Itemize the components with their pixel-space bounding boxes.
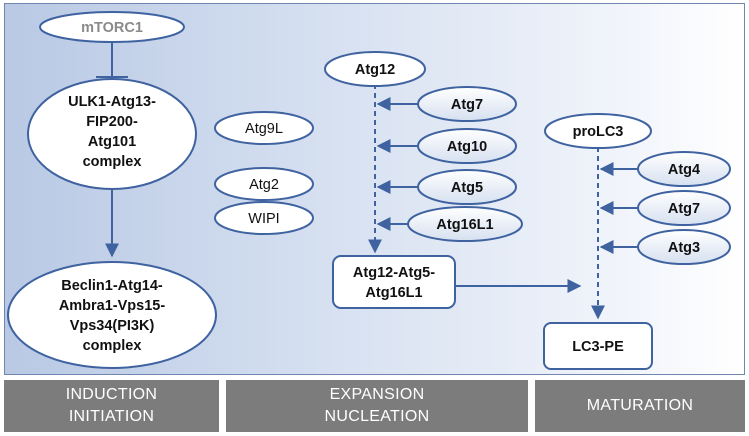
node-atg7-a: Atg7 <box>417 86 517 122</box>
node-lc3-pe: LC3-PE <box>543 322 653 370</box>
node-conjugate-label-line2: Atg16L1 <box>365 285 422 301</box>
node-ulk1-label-line3: Atg101 <box>88 134 136 150</box>
stage-2-line2: NUCLEATION <box>324 408 430 425</box>
node-atg3-label: Atg3 <box>668 240 700 256</box>
node-atg9l: Atg9L <box>214 111 314 145</box>
node-beclin1-label-line1: Beclin1-Atg14- <box>61 278 163 294</box>
node-mtorc1: mTORC1 <box>39 11 185 43</box>
stage-1-line2: INITIATION <box>68 408 155 425</box>
edges <box>96 39 638 320</box>
node-atg4: Atg4 <box>637 151 731 187</box>
node-atg10-label: Atg10 <box>447 139 487 155</box>
node-ulk1-complex: ULK1-Atg13- FIP200- Atg101 complex <box>27 78 197 190</box>
node-conjugate-label-line1: Atg12-Atg5- <box>353 265 435 281</box>
node-ulk1-label-line4: complex <box>83 154 142 170</box>
node-atg7-a-label: Atg7 <box>451 97 483 113</box>
node-ulk1-label-line1: ULK1-Atg13- <box>68 94 156 110</box>
node-beclin1-label-line3: Vps34(PI3K) <box>70 318 155 334</box>
node-atg12-atg5-atg16l1: Atg12-Atg5- Atg16L1 <box>332 255 456 309</box>
stage-expansion-nucleation: EXPANSION NUCLEATION <box>226 380 528 432</box>
stage-2-line1: EXPANSION <box>329 386 425 403</box>
node-wipi: WIPI <box>214 201 314 235</box>
node-beclin1-label-line4: complex <box>83 338 142 354</box>
node-atg7-b: Atg7 <box>637 190 731 226</box>
stage-3-line1: MATURATION <box>586 397 694 414</box>
node-atg10: Atg10 <box>417 128 517 164</box>
node-prolc3: proLC3 <box>544 113 652 149</box>
stage-maturation: MATURATION <box>535 380 745 432</box>
node-atg7-b-label: Atg7 <box>668 201 700 217</box>
node-wipi-label: WIPI <box>248 211 279 227</box>
node-atg2-label: Atg2 <box>249 177 279 193</box>
node-atg12-label: Atg12 <box>355 62 395 78</box>
node-beclin1-label-line2: Ambra1-Vps15- <box>59 298 166 314</box>
node-ulk1-label-line2: FIP200- <box>86 114 138 130</box>
stage-induction-initiation: INDUCTION INITIATION <box>4 380 219 432</box>
node-lc3-pe-label: LC3-PE <box>572 339 624 355</box>
node-atg2: Atg2 <box>214 167 314 201</box>
node-prolc3-label: proLC3 <box>573 124 624 140</box>
node-atg16l1: Atg16L1 <box>407 206 523 242</box>
node-atg5: Atg5 <box>417 169 517 205</box>
node-atg3: Atg3 <box>637 229 731 265</box>
node-mtorc1-label: mTORC1 <box>81 20 143 36</box>
node-beclin1-complex: Beclin1-Atg14- Ambra1-Vps15- Vps34(PI3K)… <box>7 261 217 369</box>
node-atg4-label: Atg4 <box>668 162 700 178</box>
node-atg16l1-label: Atg16L1 <box>436 217 493 233</box>
stage-1-line1: INDUCTION <box>65 386 158 403</box>
node-atg9l-label: Atg9L <box>245 121 283 137</box>
node-atg5-label: Atg5 <box>451 180 483 196</box>
node-atg12: Atg12 <box>324 51 426 87</box>
